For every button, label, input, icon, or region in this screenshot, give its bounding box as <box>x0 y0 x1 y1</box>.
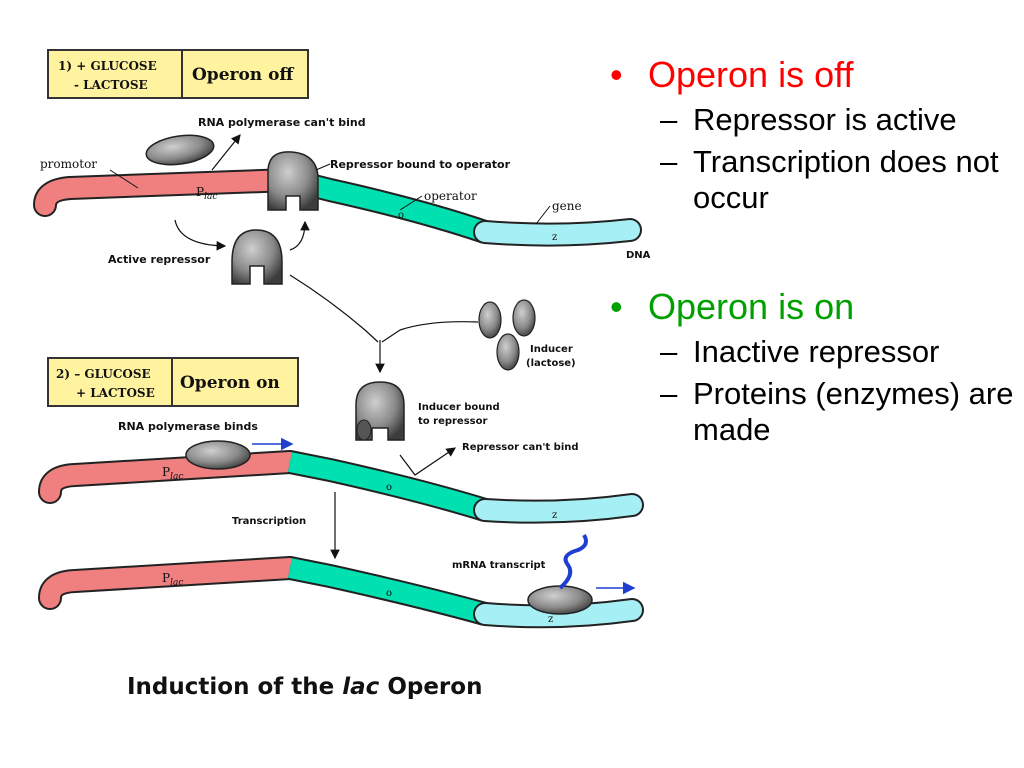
inducer-label: Inducer <box>530 344 573 355</box>
sub-bullet-dash: – <box>660 334 678 369</box>
operator-region <box>287 170 489 242</box>
rna-polymerase-icon <box>145 134 215 166</box>
sub-bullet-text: Repressor is active <box>693 102 957 137</box>
bullet-item: • Operon is off <box>610 54 1020 96</box>
rna-polymerase-bound-icon <box>185 440 251 470</box>
inducer-paren-label: (lactose) <box>526 358 576 369</box>
plac-label-2: Plac <box>162 465 183 482</box>
bullet-dot: • <box>610 286 623 327</box>
active-repressor-label: Active repressor <box>108 253 211 266</box>
inducer-bound-label-1: Inducer bound <box>418 402 500 413</box>
sub-bullet-item: –Proteins (enzymes) are made <box>610 376 1020 448</box>
gene-letter-1: z <box>552 232 557 243</box>
rnap-binds-label: RNA polymerase binds <box>118 420 258 433</box>
bullet-dot: • <box>610 54 623 95</box>
panel1-state: Operon off <box>192 65 294 85</box>
panel1-header: 1) + GLUCOSE - LACTOSE Operon off <box>47 49 309 99</box>
sub-bullet-text: Proteins (enzymes) are made <box>693 376 1014 447</box>
gene-region <box>475 220 640 245</box>
bullet-item: • Operon is on <box>610 286 1020 328</box>
transcription-label: Transcription <box>232 516 306 527</box>
active-repressor-icon <box>231 229 283 285</box>
operator-label: operator <box>424 189 477 203</box>
plac-label-3: Plac <box>162 571 183 588</box>
gene-letter-2: z <box>552 510 557 521</box>
panel2-condition-glucose: 2) – GLUCOSE <box>56 367 151 381</box>
rnap-cant-bind-label: RNA polymerase can't bind <box>198 116 366 129</box>
sub-bullet-text: Transcription does not occur <box>693 144 999 215</box>
panel2-condition-lactose: + LACTOSE <box>76 386 155 400</box>
operator-letter-2: o <box>386 482 392 493</box>
sub-bullet-dash: – <box>660 102 678 137</box>
panel2-state: Operon on <box>180 373 280 393</box>
panel1-condition-glucose: 1) + GLUCOSE <box>58 59 157 73</box>
inducer-bound-label-2: to repressor <box>418 416 487 427</box>
dna-label: DNA <box>626 250 651 261</box>
repressor-bound-label: Repressor bound to operator <box>330 158 511 171</box>
bullet-text: Operon is on <box>648 286 855 327</box>
inducer-bound-repressor-icon <box>355 381 405 441</box>
panel2-header: 2) – GLUCOSE + LACTOSE Operon on <box>47 357 299 407</box>
dna-strand-1: Plac o z <box>33 168 642 247</box>
bullet-text: Operon is off <box>648 54 854 95</box>
mrna-strand <box>558 533 588 590</box>
sub-bullet-dash: – <box>660 376 678 411</box>
operator-letter-3: o <box>386 588 392 599</box>
plac-label-1: Plac <box>196 185 217 202</box>
sub-bullet-dash: – <box>660 144 678 179</box>
sub-bullet-item: –Repressor is active <box>610 102 1020 138</box>
gene-label: gene <box>552 199 582 213</box>
mrna-label: mRNA transcript <box>452 560 546 571</box>
panel1-condition-lactose: - LACTOSE <box>74 78 148 92</box>
diagram-caption: Induction of the lac Operon <box>127 674 482 700</box>
panel1-condition-box <box>47 49 309 99</box>
lac-operon-diagram: 1) + GLUCOSE - LACTOSE Operon off Plac o… <box>33 49 651 700</box>
repressor-cant-bind-label: Repressor can't bind <box>462 442 579 453</box>
promoter-region <box>35 170 300 215</box>
promotor-label: promotor <box>40 157 97 171</box>
sub-bullet-text: Inactive repressor <box>693 334 940 369</box>
dna-strand-3: Plac o z <box>38 556 644 629</box>
gene-letter-3: z <box>548 614 553 625</box>
rna-polymerase-transcribing-icon <box>527 585 593 615</box>
repressor-bound-icon <box>267 151 319 211</box>
dna-strand-2: Plac o z <box>38 450 644 524</box>
operator-letter-1: o <box>398 210 404 221</box>
sub-bullet-item: –Inactive repressor <box>610 334 1020 370</box>
bullet-list: •Operon is off–Repressor is active–Trans… <box>610 54 1020 448</box>
sub-bullet-item: –Transcription does not occur <box>610 144 1020 216</box>
inducer-molecules <box>478 299 536 371</box>
